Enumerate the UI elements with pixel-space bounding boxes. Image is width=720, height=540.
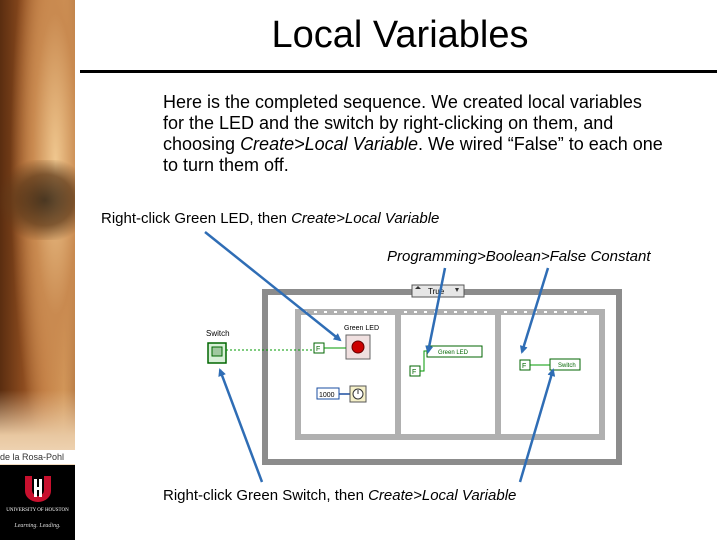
wait-constant[interactable]: 1000 <box>316 387 340 400</box>
sequence-sprocket-holes <box>304 311 587 313</box>
annotation-led-menu: Create>Local Variable <box>291 210 440 227</box>
annotation-false-constant: Programming>Boolean>False Constant <box>387 248 650 265</box>
arrow-to-switch <box>218 368 264 483</box>
cougar-eye-shadow <box>0 160 75 240</box>
block-diagram: True Switch Green LED F 1000 Gr <box>262 284 622 465</box>
local-led-text: Green LED <box>438 350 469 356</box>
false-constant-frame1[interactable]: F <box>313 342 325 354</box>
wait-constant-value: 1000 <box>319 392 335 399</box>
false-constant-frame3-label: F <box>522 363 526 370</box>
false-constant-frame1-label: F <box>316 346 320 353</box>
uh-logo-icon <box>25 476 51 502</box>
case-selector-label: True <box>428 287 445 296</box>
annotation-led-text: Right-click Green LED, then <box>101 210 292 227</box>
annotation-led: Right-click Green LED, then Create>Local… <box>101 210 439 227</box>
body-text-menu-path: Create>Local Variable <box>240 134 419 154</box>
university-logo: UNIVERSITY OF HOUSTON Learning. Leading. <box>0 465 75 540</box>
false-constant-frame3[interactable]: F <box>519 359 531 371</box>
local-variable-switch[interactable]: Switch <box>549 358 581 371</box>
body-text-start: Here is the completed sequence. We creat… <box>163 92 642 154</box>
led-label: Green LED <box>344 325 379 332</box>
body-text-end: . We wired “False” to each one to turn t… <box>163 134 663 175</box>
local-variable-led[interactable]: Green LED <box>426 345 483 358</box>
false-constant-frame2[interactable]: F <box>409 365 421 377</box>
switch-terminal-caption: Switch <box>206 329 230 338</box>
slide-body: Here is the completed sequence. We creat… <box>163 92 663 176</box>
annotation-switch-menu: Create>Local Variable <box>368 487 517 504</box>
sequence-frame-3 <box>495 309 605 440</box>
wait-function[interactable] <box>349 385 367 403</box>
title-underline <box>80 70 717 73</box>
switch-control-icon[interactable] <box>207 342 227 364</box>
annotation-false-menu: Programming>Boolean>False Constant <box>387 248 651 265</box>
switch-terminal-outer: Switch <box>206 329 260 364</box>
annotation-switch-text: Right-click Green Switch, then <box>163 487 369 504</box>
case-dropdown-icon[interactable] <box>455 288 459 292</box>
case-selector[interactable]: True <box>411 284 465 298</box>
green-led-terminal[interactable] <box>345 334 371 360</box>
slide-title: Local Variables <box>271 14 529 56</box>
case-prev-icon[interactable] <box>415 286 421 289</box>
local-switch-text: Switch <box>558 363 576 369</box>
author-caption: de la Rosa-Pohl <box>0 450 75 464</box>
annotation-switch: Right-click Green Switch, then Create>Lo… <box>163 487 516 504</box>
sidebar-photo <box>0 0 75 540</box>
logo-university-name: UNIVERSITY OF HOUSTON <box>6 508 69 513</box>
false-constant-frame2-label: F <box>412 369 416 376</box>
logo-tagline: Learning. Leading. <box>14 523 61 529</box>
